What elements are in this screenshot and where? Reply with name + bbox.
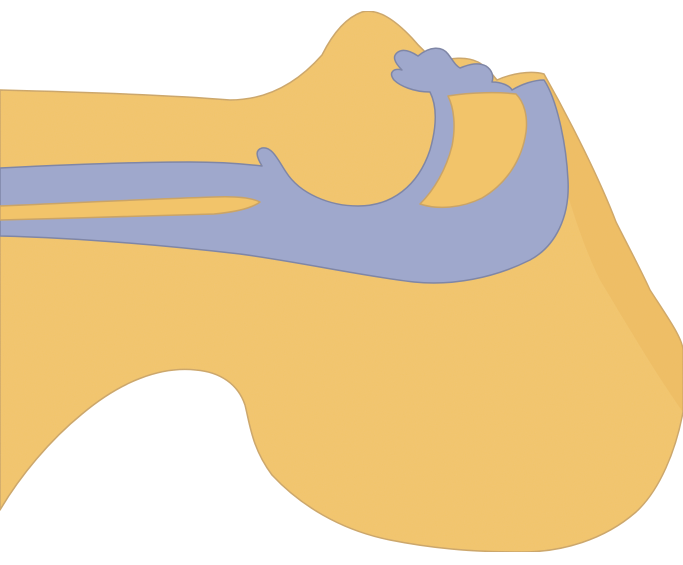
head-silhouette [0, 11, 683, 552]
